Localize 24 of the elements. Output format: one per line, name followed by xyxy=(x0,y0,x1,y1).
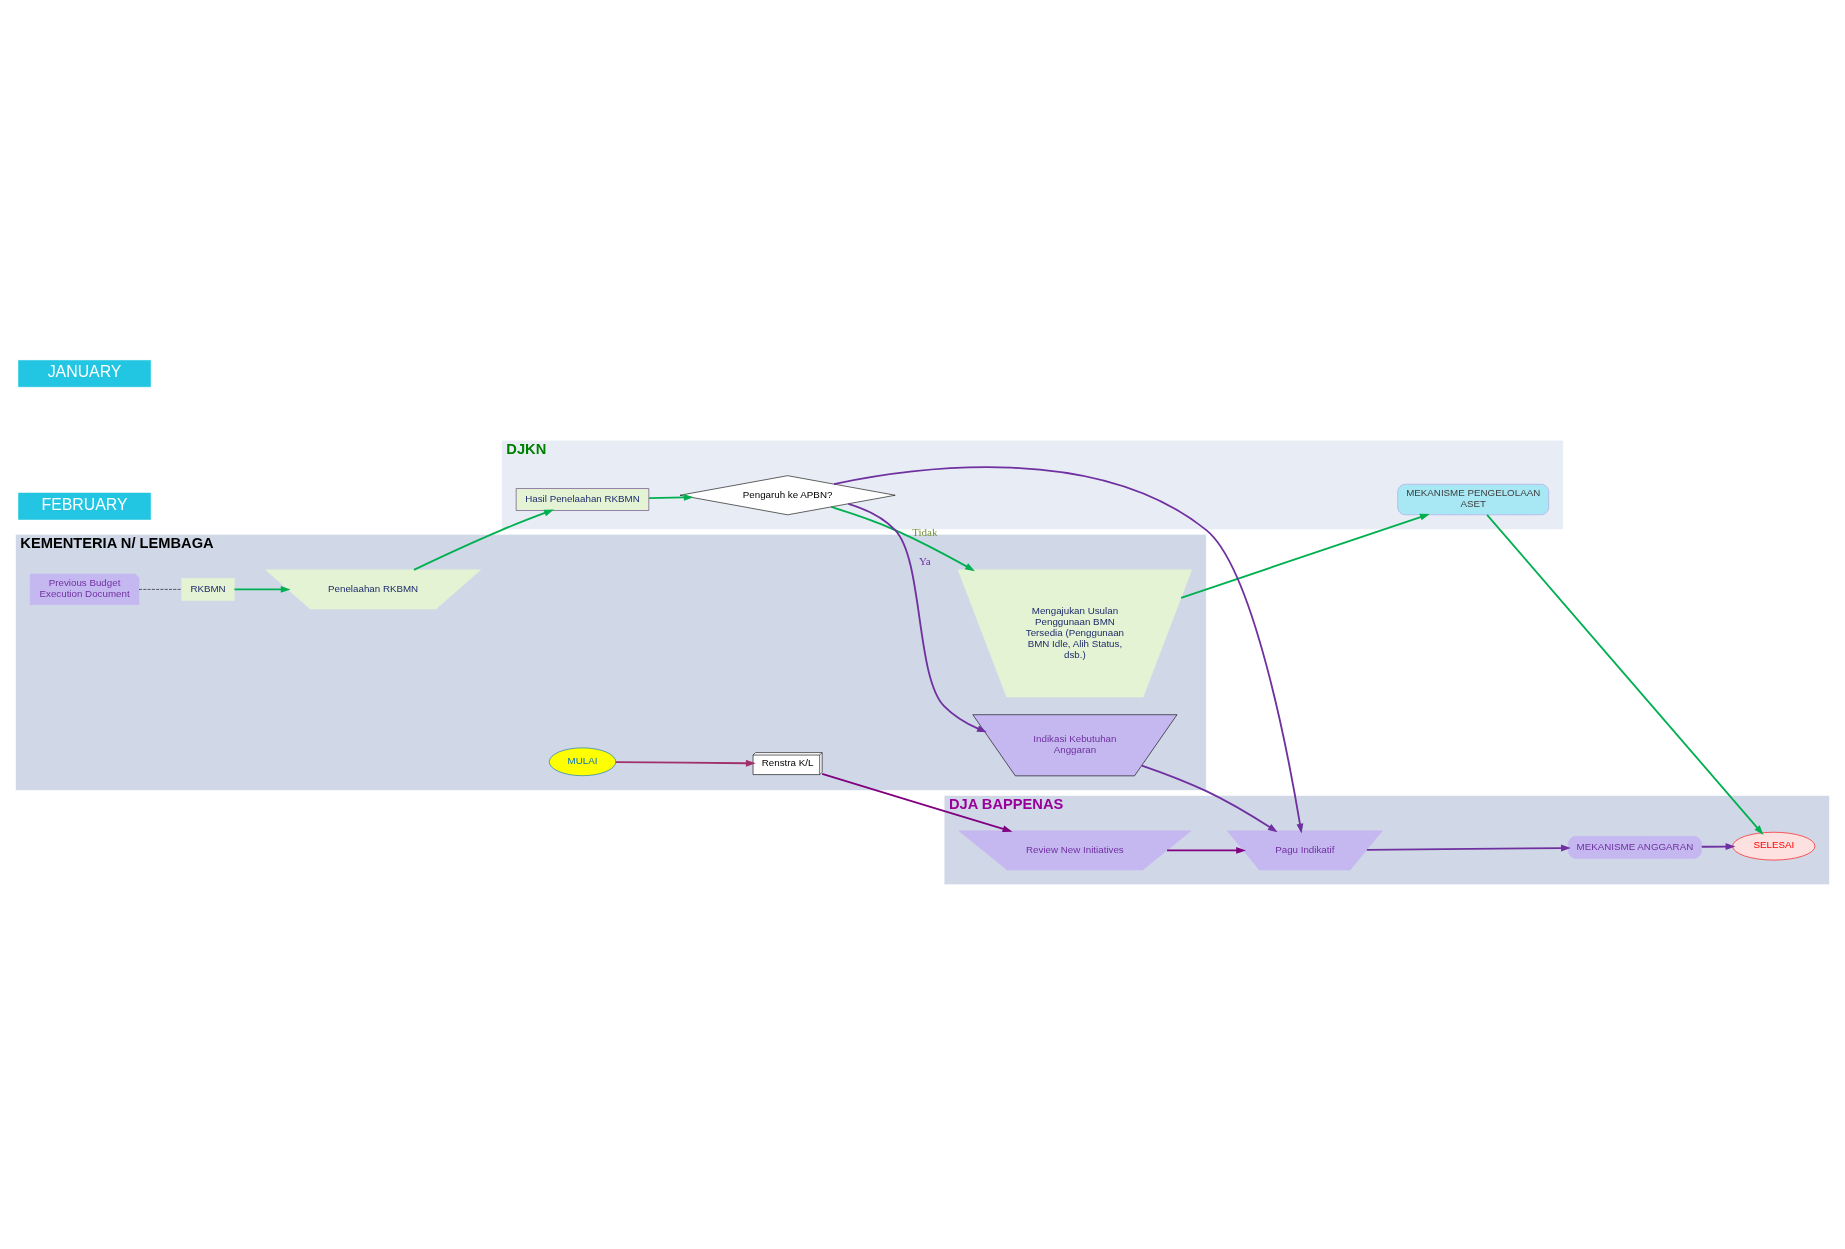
edge-label: Ya xyxy=(918,554,931,567)
arrow xyxy=(1180,513,1430,599)
arrow xyxy=(233,585,291,593)
arrow xyxy=(1365,844,1571,851)
arrow xyxy=(1700,842,1736,850)
node-ellipse: MULAI xyxy=(548,747,617,776)
label: JANUARY xyxy=(47,362,122,380)
node-box: RKBMN xyxy=(181,577,235,601)
node-box: MEKANISME ANGGARAN xyxy=(1567,835,1702,859)
arrow xyxy=(614,759,756,767)
node-box: Hasil Penelaahan RKBMN xyxy=(515,487,650,511)
node-diamond: Pengaruh ke APBN? xyxy=(679,474,896,515)
arrow xyxy=(413,509,554,571)
arrow xyxy=(1140,764,1278,832)
node-ellipse: SELESAI xyxy=(1732,831,1816,860)
arrow xyxy=(847,502,987,732)
arrow xyxy=(1486,513,1764,835)
arrow xyxy=(833,465,1304,833)
arrow xyxy=(830,505,975,571)
arrow xyxy=(648,493,694,501)
arrow xyxy=(821,772,1013,832)
arrow xyxy=(1166,846,1246,854)
node-box: MEKANISME PENGELOLAAN ASET xyxy=(1397,483,1549,515)
label: FEBRUARY xyxy=(41,495,128,513)
